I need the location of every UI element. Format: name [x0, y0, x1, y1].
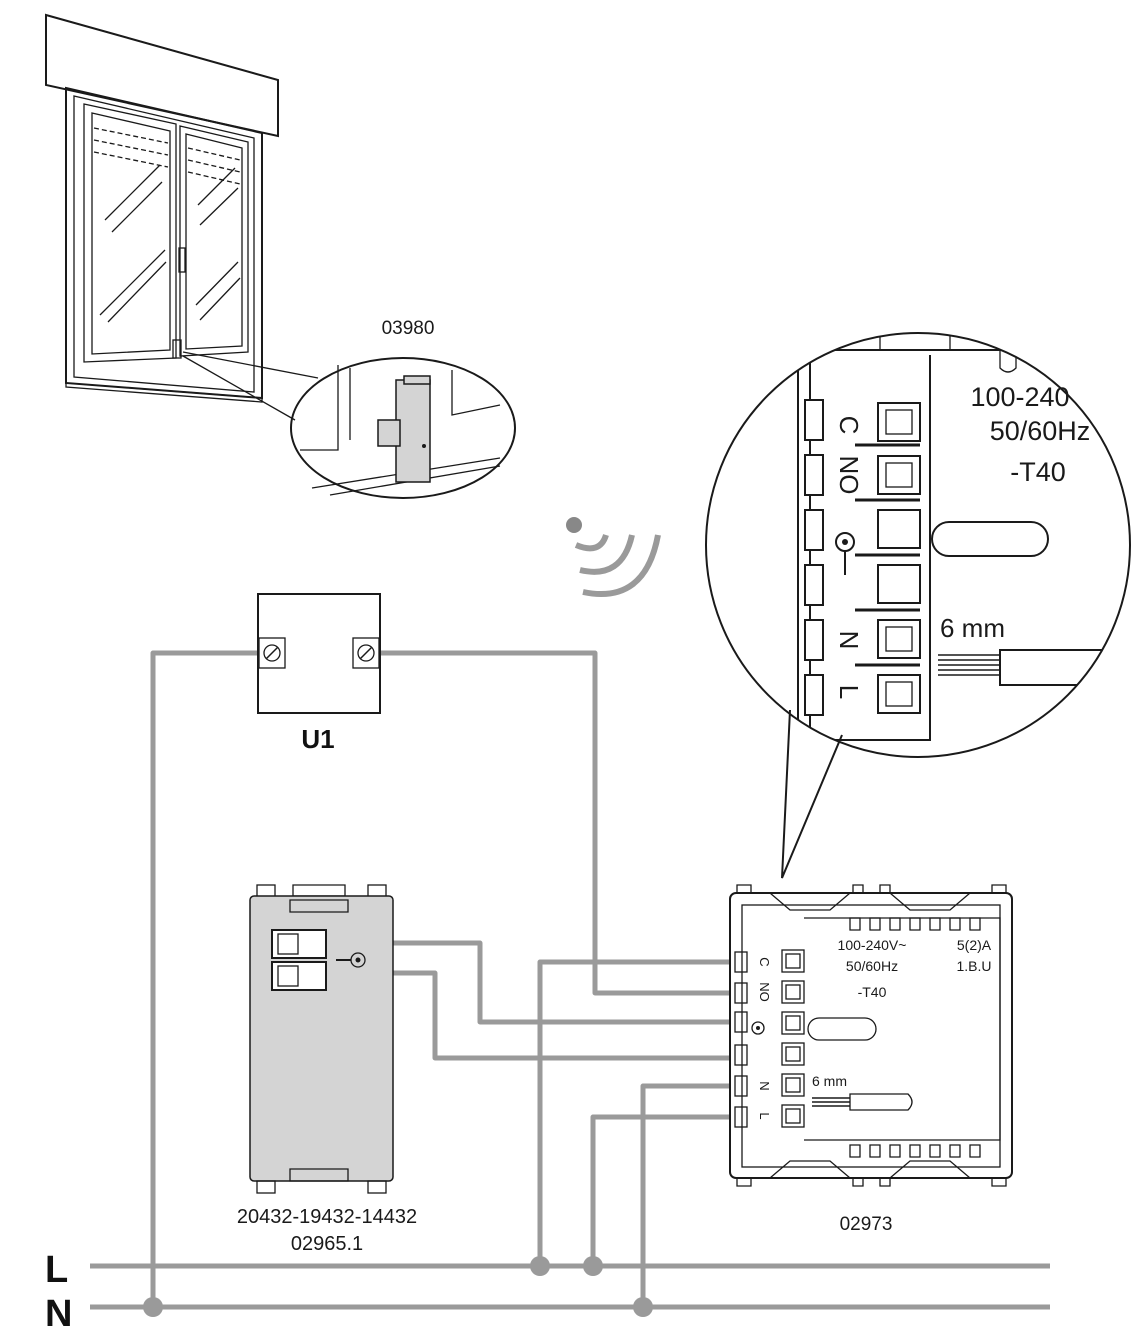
wire-button-1 — [325, 940, 768, 1025]
actuator-code-label: 02973 — [840, 1214, 893, 1235]
wire-l-to-c — [537, 959, 768, 1266]
junction-dot — [583, 1256, 603, 1276]
terminal-detail-callout — [705, 332, 1131, 879]
junction-box-u1 — [257, 593, 381, 714]
window-illustration — [45, 13, 319, 421]
actuator-frequency: 50/60Hz — [846, 958, 898, 974]
actuator-terminal-c: C — [757, 957, 772, 966]
detail-terminal-c: C — [834, 416, 864, 435]
wireless-signal-icon — [566, 517, 661, 598]
detail-temperature: -T40 — [1010, 457, 1066, 487]
junction-dot — [530, 1256, 550, 1276]
junction-dot — [633, 1297, 653, 1317]
junction-dot — [143, 1297, 163, 1317]
sensor-code-label: 03980 — [382, 318, 435, 339]
button-module-code-2: 02965.1 — [291, 1233, 363, 1255]
l-bus-label: L — [45, 1249, 68, 1291]
actuator-current: 5(2)A — [957, 937, 992, 953]
actuator-terminal-l: L — [757, 1112, 772, 1119]
button-module-code-1: 20432-19432-14432 — [237, 1206, 417, 1228]
detail-strip-length: 6 mm — [940, 613, 1005, 643]
wire-n-to-u1 — [150, 650, 258, 1307]
detail-terminal-n: N — [834, 631, 864, 650]
actuator-temperature: -T40 — [858, 984, 887, 1000]
actuator-voltage: 100-240V~ — [838, 937, 907, 953]
wires — [90, 650, 1050, 1317]
button-module — [249, 884, 394, 1194]
detail-frequency: 50/60Hz — [990, 416, 1091, 446]
n-bus-label: N — [45, 1293, 72, 1328]
wire-u1-to-no — [380, 650, 768, 996]
actuator-terminal-no: NO — [757, 982, 772, 1002]
actuator-strip-length: 6 mm — [812, 1073, 847, 1089]
detail-terminal-no: NO — [834, 456, 864, 495]
detail-terminal-l: L — [834, 685, 864, 699]
actuator-terminal-n: N — [757, 1081, 772, 1090]
wire-n-to-n — [640, 1083, 768, 1307]
detail-voltage: 100-240 — [970, 382, 1069, 412]
junction-box-label: U1 — [301, 724, 334, 754]
sensor-detail — [290, 357, 516, 499]
wire-l-to-l — [590, 1114, 768, 1266]
actuator-units: 1.B.U — [956, 958, 991, 974]
actuator-module — [729, 884, 1013, 1187]
